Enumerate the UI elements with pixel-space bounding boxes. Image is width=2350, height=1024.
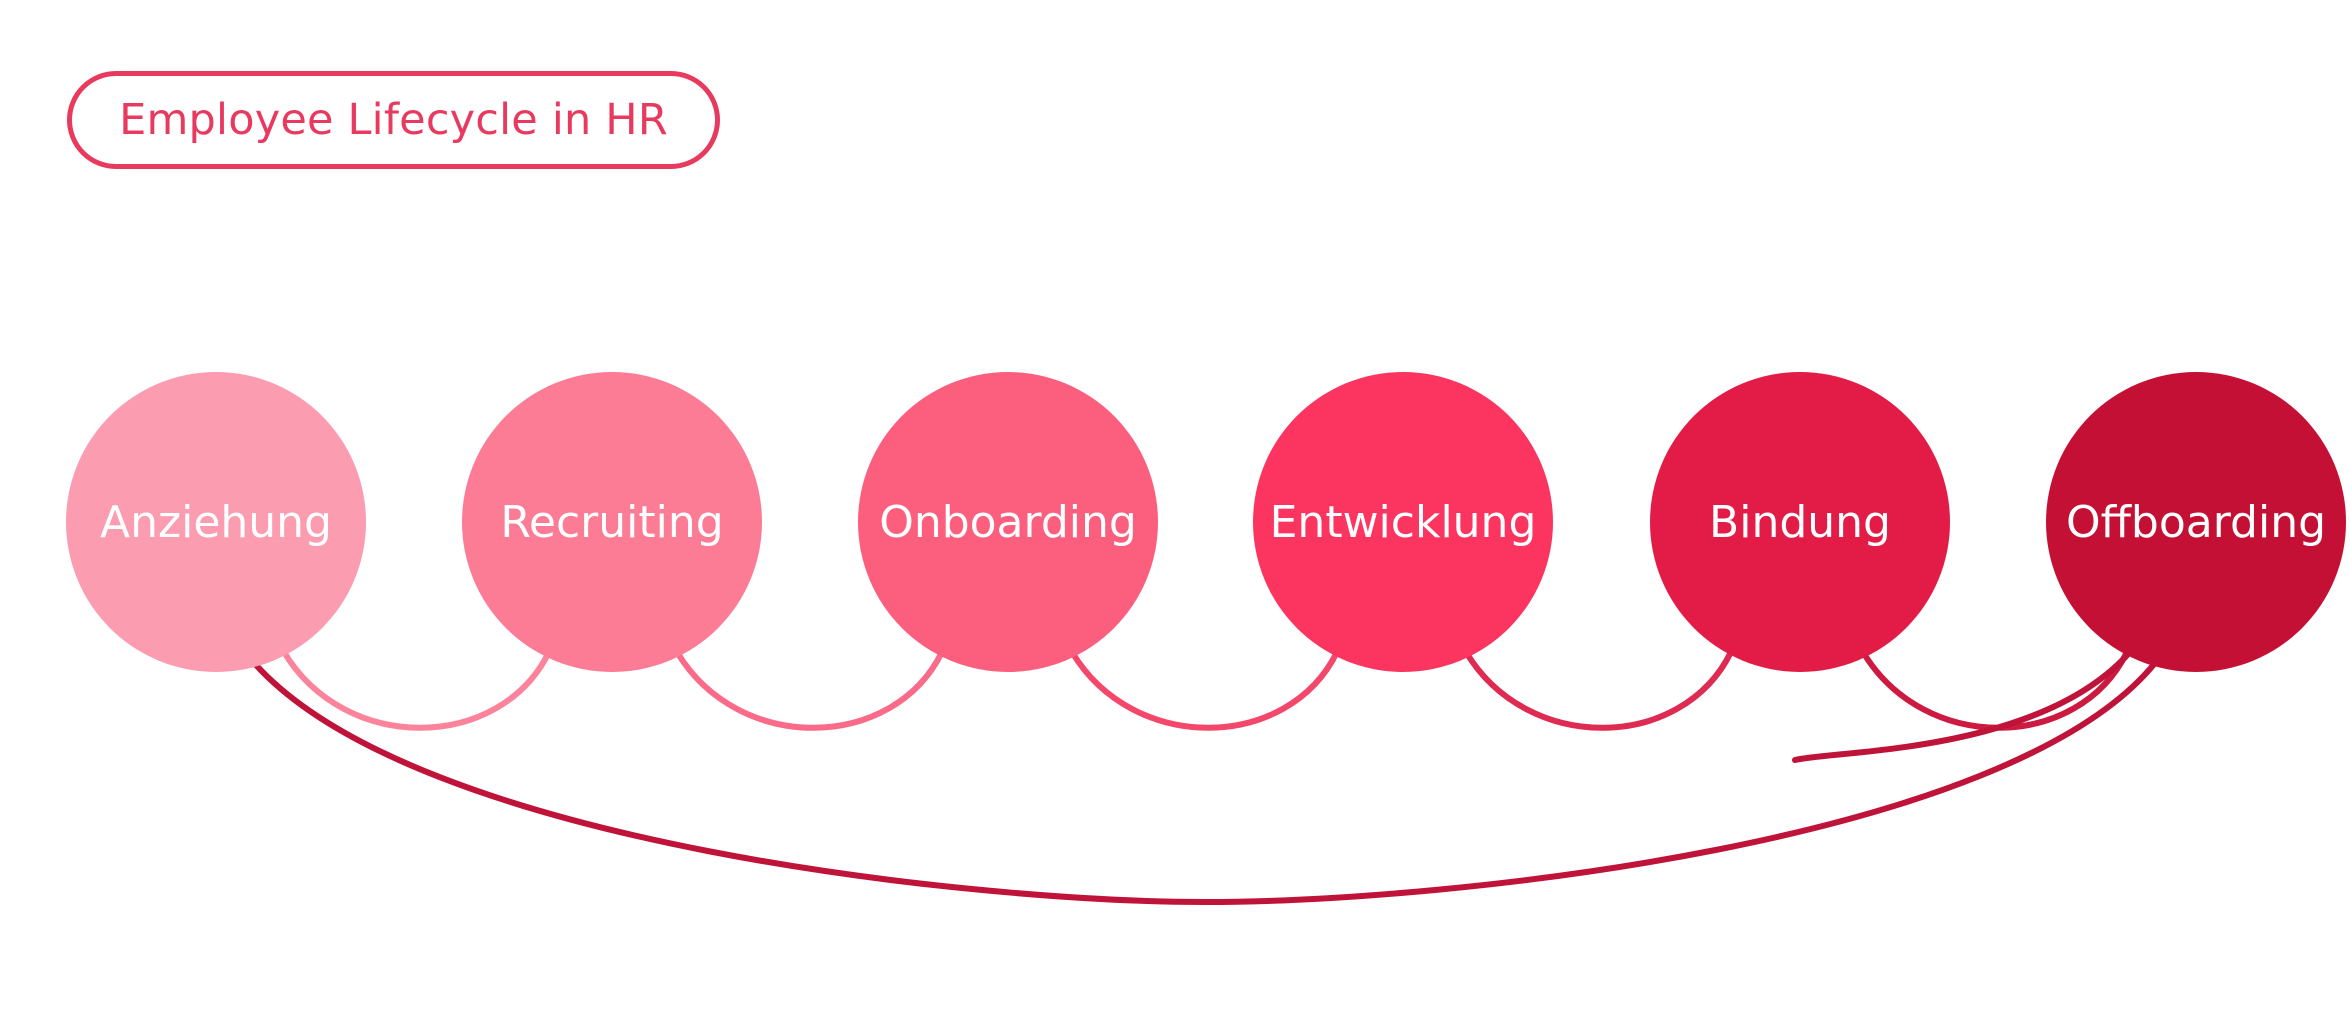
diagram-title: Employee Lifecycle in HR (67, 71, 720, 169)
stage-label: Offboarding (2065, 496, 2327, 548)
stage-label: Onboarding (879, 496, 1137, 548)
connector-onboarding-entwicklung (1069, 649, 1340, 731)
stage-label: Entwicklung (1269, 496, 1537, 548)
stage-label: Anziehung (100, 496, 332, 548)
stage-recruiting: Recruiting (462, 372, 762, 672)
stage-offboarding: Offboarding (2046, 372, 2346, 672)
connector-entwicklung-bindung (1463, 649, 1734, 731)
connector-offboarding-return (1792, 649, 2133, 763)
stage-entwicklung: Entwicklung (1253, 372, 1553, 672)
stage-bindung: Bindung (1650, 372, 1950, 672)
stage-label: Bindung (1709, 496, 1891, 548)
connector-anziehung-recruiting (281, 649, 552, 731)
stage-label: Recruiting (500, 496, 724, 548)
diagram-title-text: Employee Lifecycle in HR (119, 95, 668, 145)
stage-onboarding: Onboarding (858, 372, 1158, 672)
connector-return-arc (253, 660, 2158, 906)
stage-anziehung: Anziehung (66, 372, 366, 672)
connector-recruiting-onboarding (674, 649, 945, 731)
